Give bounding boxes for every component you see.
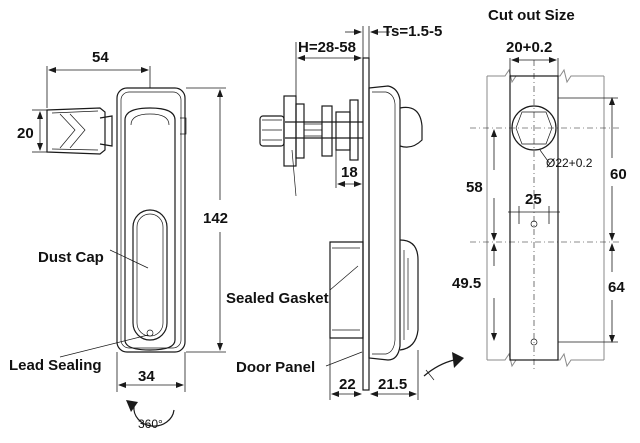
cutout-view: Cut out Size 20+0.2 Ø22+0.2 25 58 xyxy=(452,7,627,372)
dim-49-5-label: 49.5 xyxy=(452,275,481,292)
front-view: 54 20 142 34 Dust Cap Lead Sealing xyxy=(9,49,228,431)
dim-142-label: 142 xyxy=(203,210,228,227)
depth-back-label: 21.5 xyxy=(378,376,407,393)
stud-length-label: H=28-58 xyxy=(298,39,356,56)
stud-offset-label: 18 xyxy=(341,164,358,181)
door-panel-label: Door Panel xyxy=(236,359,315,376)
cam-block xyxy=(329,241,364,339)
dim-20-label: 20 xyxy=(17,125,34,142)
stud-assembly xyxy=(259,95,363,167)
rotation-label: 360° xyxy=(138,417,163,431)
dim-60-label: 60 xyxy=(610,166,627,183)
hole-diameter-label: Ø22+0.2 xyxy=(546,156,593,170)
dust-cap-label: Dust Cap xyxy=(38,249,104,266)
dim-58-label: 58 xyxy=(466,179,483,196)
cutout-title: Cut out Size xyxy=(488,7,575,24)
side-handle xyxy=(399,106,423,148)
dim-20 xyxy=(32,109,47,153)
dim-54-label: 54 xyxy=(92,49,109,66)
rotation-360-icon xyxy=(126,400,175,427)
housing xyxy=(368,85,401,361)
dim-54 xyxy=(46,66,151,108)
dim-142 xyxy=(186,87,226,353)
cutout-width-label: 20+0.2 xyxy=(506,39,552,56)
dim-64-label: 64 xyxy=(608,279,625,296)
hole-spacing-label: 25 xyxy=(525,191,542,208)
lead-sealing-label: Lead Sealing xyxy=(9,357,102,374)
depth-front-label: 22 xyxy=(339,376,356,393)
panel-thickness-label: Ts=1.5-5 xyxy=(383,23,442,40)
sealed-gasket-label: Sealed Gasket xyxy=(226,290,329,307)
door-panel xyxy=(362,57,370,391)
handle-lever xyxy=(46,107,113,155)
side-view: H=28-58 Ts=1.5-5 18 Sealed Gasket Door P… xyxy=(226,23,464,400)
lead-sealing-leader xyxy=(59,334,149,358)
dim-34-label: 34 xyxy=(138,368,155,385)
dim-34 xyxy=(116,352,186,392)
open-direction-icon xyxy=(423,352,464,381)
dust-cap-leader xyxy=(109,249,149,269)
lock-body xyxy=(116,87,187,353)
